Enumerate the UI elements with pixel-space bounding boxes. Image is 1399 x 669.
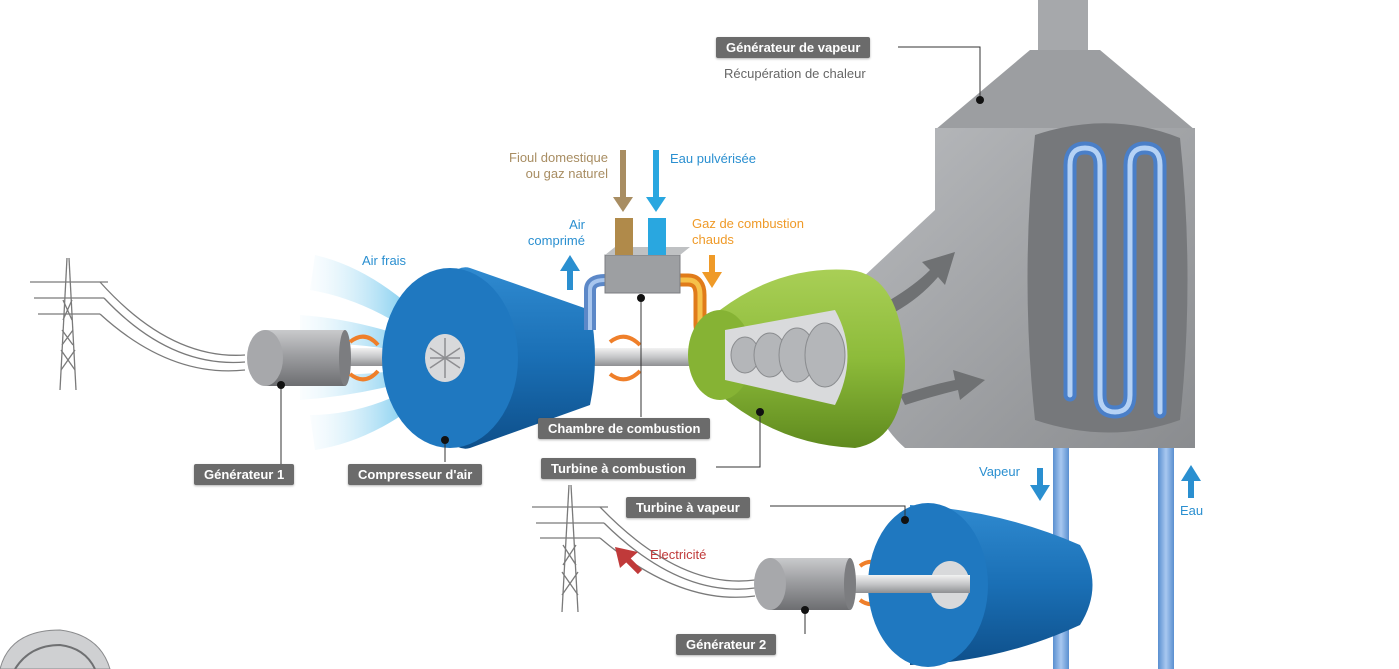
steam-turbine-shape	[790, 503, 1093, 667]
generator-2-shape	[754, 558, 856, 610]
fuel-arrow-icon	[613, 150, 633, 212]
label-generateur-1: Générateur 1	[194, 464, 295, 485]
eau-arrow-icon	[1181, 465, 1201, 498]
label-gaz-line2: chauds	[692, 232, 734, 247]
label-vapeur: Vapeur	[979, 464, 1020, 479]
label-fioul: Fioul domestique ou gaz naturel	[470, 150, 608, 182]
label-compresseur-air: Compresseur d'air	[348, 464, 483, 485]
combustion-turbine-shape	[688, 269, 905, 448]
label-fioul-line1: Fioul domestique	[509, 150, 608, 165]
label-air-line2: comprimé	[527, 233, 585, 248]
label-recuperation-chaleur: Récupération de chaleur	[724, 66, 866, 81]
compressor-shape	[382, 267, 595, 449]
hot-gas-arrow-icon	[702, 255, 722, 288]
label-eau-pulverisee: Eau pulvérisée	[670, 151, 756, 166]
pylon-1-icon	[30, 257, 246, 391]
label-gaz-combustion: Gaz de combustion chauds	[692, 216, 804, 248]
combustion-chamber-shape	[584, 218, 714, 345]
water-spray-arrow-icon	[646, 150, 666, 212]
steam-generator-shape	[858, 0, 1195, 448]
generator-1-shape	[247, 330, 351, 386]
label-generateur-2: Générateur 2	[676, 634, 777, 655]
label-air-line1: Air	[569, 217, 585, 232]
label-turbine-combustion: Turbine à combustion	[541, 458, 696, 479]
label-turbine-vapeur: Turbine à vapeur	[626, 497, 750, 518]
compressed-air-arrow-icon	[560, 255, 580, 290]
label-eau: Eau	[1180, 503, 1204, 518]
label-generateur-vapeur: Générateur de vapeur	[716, 37, 871, 58]
label-air-frais: Air frais	[362, 253, 407, 268]
electricity-arrow-icon	[615, 547, 643, 575]
vapeur-arrow-icon	[1030, 468, 1050, 501]
label-electricite: Electricité	[650, 547, 707, 562]
label-air-comprime: Air comprimé	[500, 217, 585, 249]
leader-lines	[280, 46, 981, 634]
label-gaz-line1: Gaz de combustion	[692, 216, 805, 231]
exhaust-arrows-icon	[890, 252, 985, 405]
leader-dots	[277, 96, 984, 614]
label-fioul-line2: ou gaz naturel	[525, 166, 608, 181]
label-chambre-combustion: Chambre de combustion	[538, 418, 711, 439]
corner-logo-icon	[0, 629, 111, 669]
